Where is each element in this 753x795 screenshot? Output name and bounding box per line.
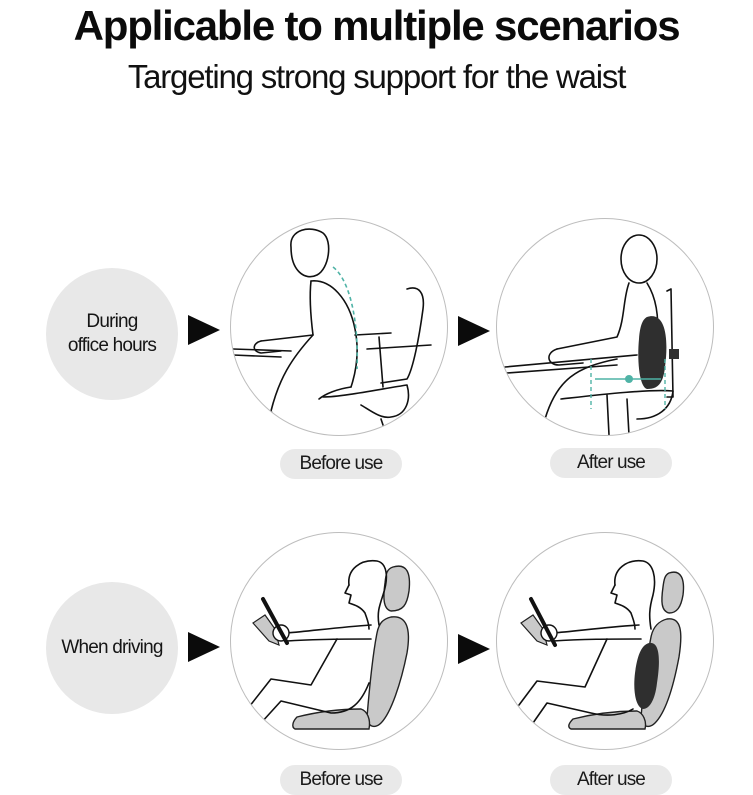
after-use-label: After use: [550, 765, 672, 795]
scenario-label-line1: During: [86, 311, 138, 332]
before-use-label: Before use: [280, 449, 402, 479]
scenario-label-office: During office hours: [46, 268, 178, 400]
office-chair-slouching-icon: [232, 228, 432, 435]
driving-after-illustration: [496, 532, 714, 750]
office-after-illustration: [496, 218, 714, 436]
page-subtitle: Targeting strong support for the waist: [127, 58, 627, 95]
before-use-label: Before use: [280, 765, 402, 795]
driving-before-illustration: [230, 532, 448, 750]
office-before-illustration: [230, 218, 448, 436]
car-seat-slouching-icon: [248, 560, 411, 730]
arrow-right-icon: [188, 315, 220, 345]
after-use-label: After use: [550, 448, 672, 478]
arrow-right-icon: [458, 316, 490, 346]
page-title: Applicable to multiple scenarios: [73, 2, 681, 49]
scenario-label-driving: When driving: [46, 582, 178, 714]
arrow-right-icon: [458, 634, 490, 664]
scenario-label-line2: office hours: [67, 335, 157, 356]
scenario-label-line1: When driving: [61, 637, 163, 658]
arrow-right-icon: [188, 632, 220, 662]
office-chair-lumbar-cushion-icon: [504, 234, 679, 435]
car-seat-lumbar-cushion-icon: [518, 560, 685, 730]
